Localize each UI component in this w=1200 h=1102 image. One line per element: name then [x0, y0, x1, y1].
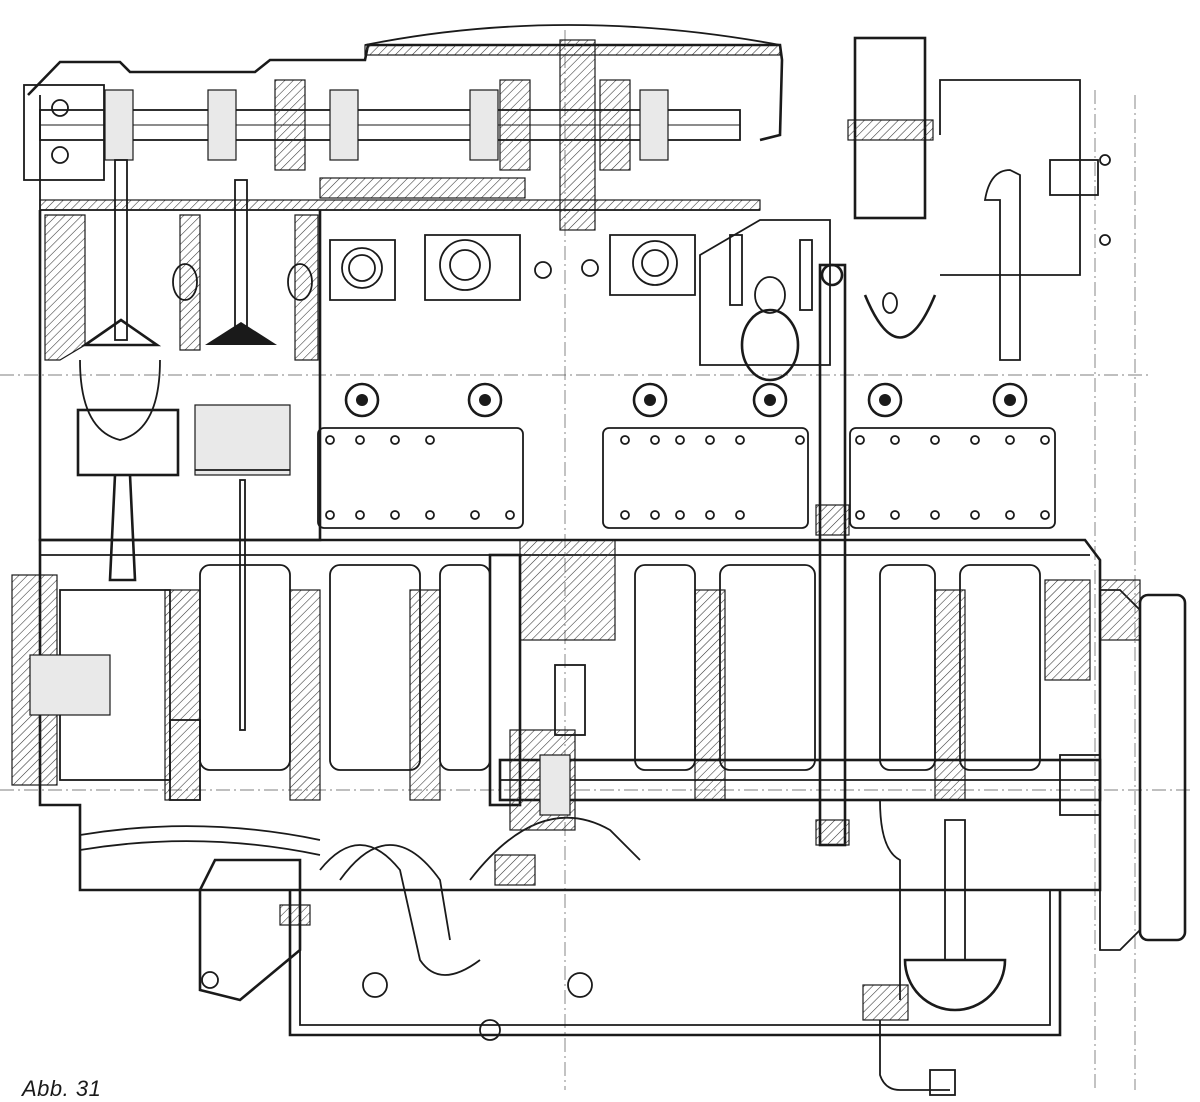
valve-cover: [23, 24, 784, 231]
oil-sump: [79, 799, 1062, 1096]
cylinder-head-section: [38, 159, 322, 731]
front-pulley: [1059, 579, 1187, 951]
crankcase: [11, 538, 1102, 892]
exhaust-manifold-flanges: [329, 234, 696, 301]
crank-webs: [199, 564, 1041, 771]
cover-bolts: [325, 435, 1050, 520]
block-side-covers: [317, 382, 1056, 529]
head-bolt-row: [344, 382, 1028, 418]
timing-drive-column: [488, 553, 586, 886]
figure-caption: Abb. 31: [22, 1076, 102, 1101]
